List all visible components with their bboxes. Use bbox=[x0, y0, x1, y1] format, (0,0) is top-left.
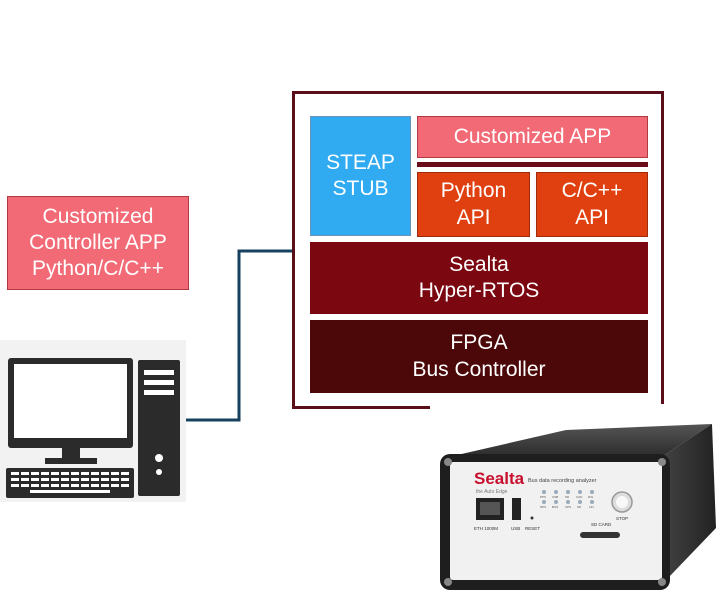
desktop-computer-icon bbox=[0, 340, 186, 502]
steap-label-line2: STUB bbox=[332, 177, 389, 200]
stop-label: STOP bbox=[616, 516, 628, 521]
rtos-line1: Sealta bbox=[449, 252, 509, 276]
fpga-line1: FPGA bbox=[450, 331, 508, 355]
led-label-8: DIG bbox=[588, 495, 594, 499]
port-label-eth: ETH 1000M bbox=[474, 526, 498, 531]
fpga-line2: Bus Controller bbox=[412, 357, 546, 381]
led-label-0: PPS bbox=[540, 495, 546, 499]
device-tagline: the Auto Edge bbox=[476, 489, 508, 495]
port-label-reset: RESET bbox=[525, 526, 540, 531]
app-api-divider bbox=[417, 162, 648, 167]
led-label-6: CAN bbox=[576, 495, 582, 499]
steap-label-line1: STEAP bbox=[326, 150, 395, 174]
led-label-7: SD bbox=[577, 505, 582, 509]
sd-card-label: SD CARD bbox=[591, 522, 612, 527]
python-api-block: Python API bbox=[417, 172, 530, 237]
reset-button-icon bbox=[530, 516, 534, 520]
led-label-3: BUS bbox=[552, 505, 558, 509]
port-label-usb: USB bbox=[511, 526, 520, 531]
sd-card-slot-icon bbox=[580, 532, 620, 538]
led-label-9: LIN bbox=[589, 505, 594, 509]
led-label-2: USB bbox=[552, 495, 558, 499]
c-api-line1: C/C++ bbox=[561, 179, 623, 203]
controller-app-line2: Controller APP bbox=[29, 230, 167, 254]
steap-stub-block: STEAP STUB bbox=[310, 116, 411, 236]
c-api-line2: API bbox=[575, 205, 609, 229]
frame-gap bbox=[430, 404, 670, 414]
c-api-block: C/C++ API bbox=[536, 172, 648, 237]
device-model-text: Bus data recording analyzer bbox=[528, 478, 597, 484]
customized-app-block: Customized APP bbox=[417, 116, 648, 158]
controller-app-line3: Python/C/C++ bbox=[32, 257, 164, 281]
python-api-line2: API bbox=[456, 205, 491, 229]
sealta-device-image: Sealta the Auto Edge Bus data recording … bbox=[440, 424, 716, 590]
led-label-1: NPS bbox=[540, 505, 546, 509]
device-brand: Sealta bbox=[474, 469, 525, 488]
customized-app-label: Customized APP bbox=[453, 124, 612, 148]
controller-app-line1: Customized bbox=[42, 204, 154, 228]
led-label-5: CPS bbox=[565, 505, 571, 509]
fpga-block: FPGA Bus Controller bbox=[310, 320, 648, 393]
rtos-block: Sealta Hyper-RTOS bbox=[310, 242, 648, 314]
rtos-line2: Hyper-RTOS bbox=[418, 279, 540, 302]
python-api-line1: Python bbox=[440, 179, 507, 203]
controller-app-block: Customized Controller APP Python/C/C++ bbox=[7, 196, 189, 290]
usb-port-icon bbox=[512, 498, 521, 520]
connection-path bbox=[185, 249, 292, 422]
status-leds bbox=[542, 490, 594, 504]
led-label-4: SD bbox=[565, 495, 570, 499]
device-front-panel bbox=[450, 462, 662, 580]
